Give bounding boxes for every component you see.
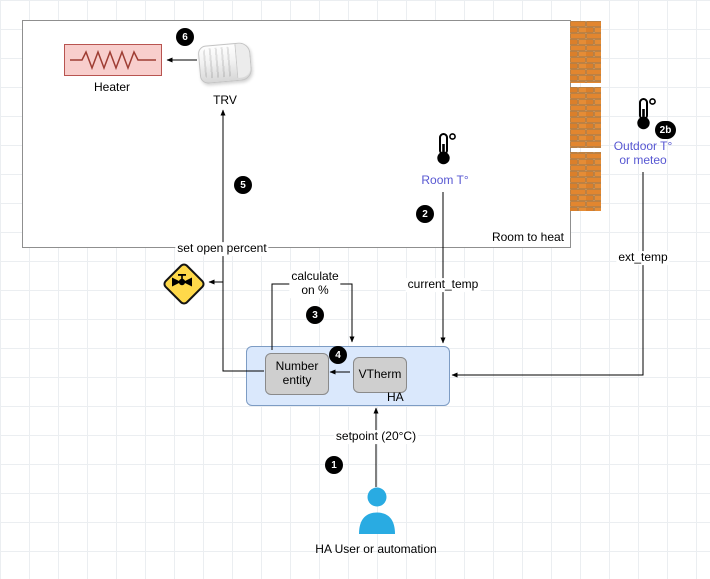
ha-label: HA	[387, 390, 404, 404]
step-badge-3: 3	[306, 306, 324, 324]
edge-label-calculate: calculate on %	[289, 269, 341, 298]
step-badge-1: 1	[325, 456, 343, 474]
heater-label: Heater	[93, 80, 131, 94]
number-entity-box: Number entity	[265, 353, 329, 395]
edge-label-ext-temp: ext_temp	[616, 250, 670, 265]
user-icon	[359, 487, 395, 534]
trv-head-icon	[197, 41, 253, 85]
outdoor-thermometer-icon	[637, 98, 656, 130]
number-entity-label: Number entity	[275, 359, 319, 387]
edge-label-setpoint: setpoint (20°C)	[333, 429, 419, 444]
room-label: Room to heat	[491, 230, 564, 244]
trv-image	[197, 40, 253, 86]
brick-wall-icon	[570, 21, 601, 211]
outdoor-temp-label: Outdoor T° or meteo	[613, 139, 673, 168]
vtherm-box: VTherm	[353, 357, 407, 393]
heater-box	[64, 44, 162, 76]
step-badge-4: 4	[329, 346, 347, 364]
vtherm-label: VTherm	[358, 367, 402, 382]
step-badge-5: 5	[234, 176, 252, 194]
room-temp-label: Room T°	[421, 173, 469, 187]
user-label: HA User or automation	[315, 542, 437, 556]
valve-icon	[172, 274, 192, 287]
edge-label-set-open-percent: set open percent	[175, 241, 269, 256]
trv-label: TRV	[213, 93, 237, 107]
room-thermometer-icon	[437, 133, 456, 165]
step-badge-6: 6	[176, 28, 194, 46]
step-badge-2: 2	[416, 205, 434, 223]
edge-label-current-temp: current_temp	[405, 277, 481, 292]
ha-container: Number entity VTherm HA	[246, 346, 450, 406]
resistor-icon	[70, 49, 156, 71]
step-badge-2b: 2b	[655, 121, 676, 139]
